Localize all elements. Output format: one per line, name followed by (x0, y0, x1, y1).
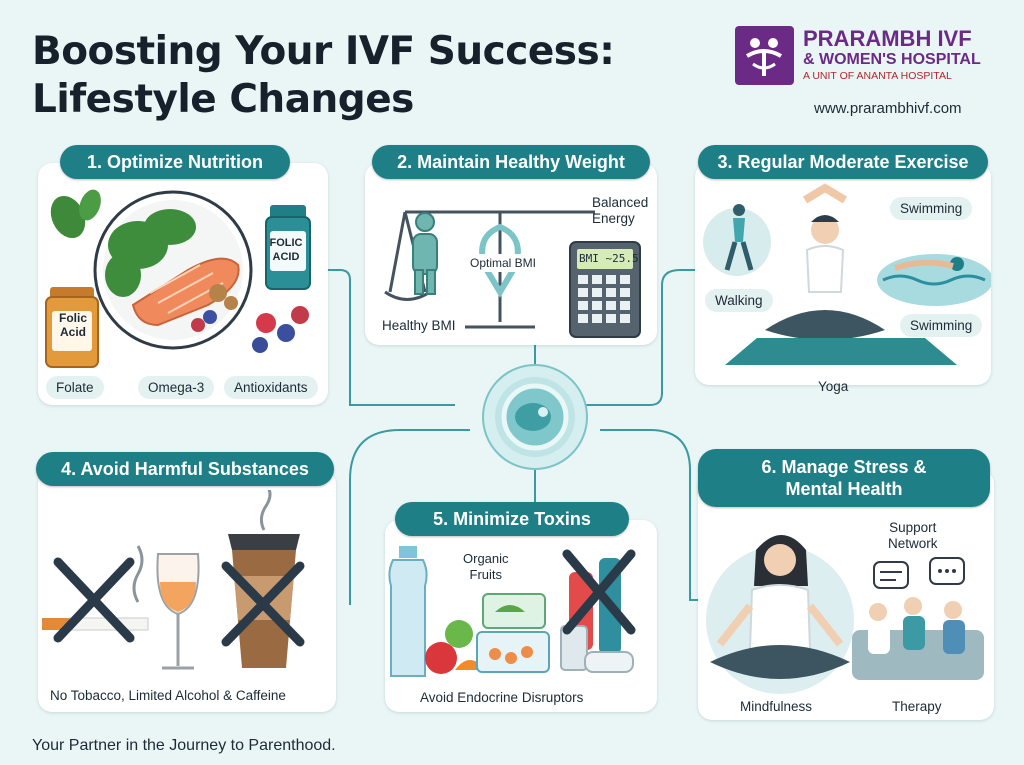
label-walking: Walking (705, 289, 773, 312)
label-mindfulness: Mindfulness (740, 699, 813, 714)
swimming-icon (877, 254, 991, 306)
yoga-person-icon (765, 183, 885, 340)
person-icon (412, 212, 438, 295)
page-title: Boosting Your IVF Success: Lifestyle Cha… (32, 28, 615, 124)
calculator-icon (569, 241, 641, 338)
spinach-icon (50, 189, 101, 239)
food-container-icon (476, 593, 550, 673)
water-bottle-icon (388, 546, 428, 677)
embryo-cell-icon (482, 364, 588, 470)
ribbon-icon (479, 223, 521, 298)
folic-acid-jar-left-icon (45, 287, 99, 368)
brand-name: PRARAMBH IVF & WOMEN'S HOSPITAL A UNIT O… (803, 26, 981, 83)
label-balanced-energy: Balanced Energy (592, 195, 649, 226)
brand-logo (735, 26, 794, 85)
label-antioxidants: Antioxidants (224, 376, 318, 399)
title-line-1: Boosting Your IVF Success: (32, 29, 615, 74)
weight-illustration (384, 210, 641, 338)
footer-tagline: Your Partner in the Journey to Parenthoo… (32, 737, 336, 754)
toxins-illustration (388, 546, 636, 677)
label-omega3: Omega-3 (138, 376, 215, 399)
label-folate: Folate (46, 376, 104, 399)
label-yoga: Yoga (818, 379, 849, 394)
label-therapy: Therapy (892, 699, 942, 714)
berries-icon (191, 310, 217, 332)
caption-harmful: No Tobacco, Limited Alcohol & Caffeine (50, 688, 286, 703)
harmful-illustration (42, 490, 305, 670)
wine-glass-icon (156, 553, 200, 670)
jar-left-label: Folic Acid (58, 311, 87, 339)
no-tobacco-x-icon (53, 557, 135, 643)
calculator-display: BMI ~25.5 (579, 252, 639, 265)
label-healthy-bmi: Healthy BMI (382, 318, 456, 333)
walking-person-icon (724, 204, 754, 271)
meditation-person-icon (710, 535, 850, 679)
support-group-icon (852, 597, 984, 680)
heading-harmful: 4. Avoid Harmful Substances (36, 452, 334, 486)
salmon-icon (131, 257, 240, 327)
jar-right-label: FOLIC ACID (269, 237, 303, 263)
caption-toxins: Avoid Endocrine Disruptors (420, 690, 584, 705)
heading-toxins: 5. Minimize Toxins (395, 502, 629, 536)
family-logo-icon (745, 38, 783, 76)
label-organic-fruits: Organic Fruits (463, 551, 509, 582)
heading-weight: 2. Maintain Healthy Weight (372, 145, 650, 179)
nutrition-illustration (45, 189, 311, 368)
label-swimming-bottom: Swimming (900, 314, 983, 337)
heading-nutrition: 1. Optimize Nutrition (60, 145, 290, 179)
exercise-illustration (703, 183, 991, 365)
label-support-network: Support Network (888, 520, 938, 551)
label-swimming-top: Swimming (890, 197, 973, 220)
folic-acid-jar-right-icon (265, 205, 311, 290)
no-caffeine-x-icon (221, 561, 305, 647)
heading-exercise: 3. Regular Moderate Exercise (698, 145, 988, 179)
heading-stress: 6. Manage Stress & Mental Health (698, 449, 990, 507)
no-chemicals-x-icon (562, 549, 636, 635)
chat-bubbles-icon (873, 557, 965, 589)
title-line-2: Lifestyle Changes (32, 77, 414, 122)
website-link[interactable]: www.prarambhivf.com (814, 100, 962, 117)
yoga-mat-icon (725, 338, 957, 365)
fruits-icon (425, 620, 485, 674)
stress-illustration (706, 535, 984, 694)
label-optimal-bmi: Optimal BMI (470, 256, 537, 270)
